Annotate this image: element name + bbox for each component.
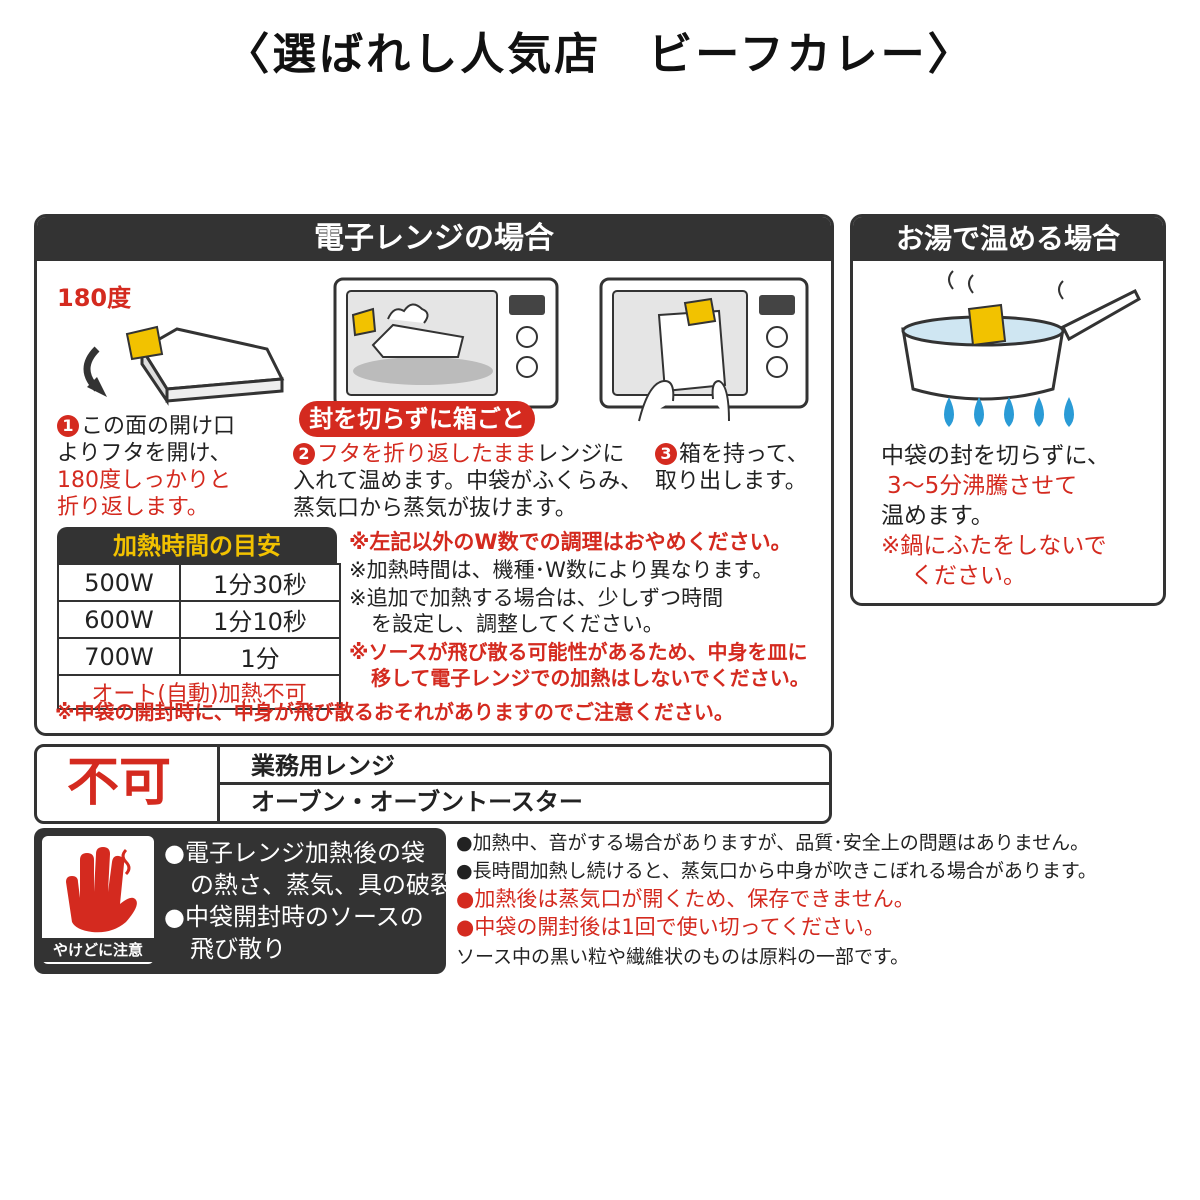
boil-panel: お湯で温める場合 中袋の封を切らずに、 3～5分沸騰させて 温めます。 ※鍋にふ… <box>850 214 1166 606</box>
note-heating-time: ※加熱時間は、機種･W数により異なります。 <box>349 558 774 582</box>
burn-warning-box: やけどに注意 ●電子レンジ加熱後の袋 の熱さ、蒸気、具の破裂 ●中袋開封時のソー… <box>34 828 454 974</box>
table-row: 600W 1分10秒 <box>57 600 341 639</box>
watt-cell: 500W <box>57 563 181 602</box>
bottom-note-4: ●中袋の開封後は1回で使い切ってください。 <box>456 915 886 939</box>
warning-line1: ●電子レンジ加熱後の袋 <box>164 839 425 867</box>
hand-burn-icon <box>66 847 137 933</box>
watt-cell: 700W <box>57 637 181 676</box>
heating-table-header: 加熱時間の目安 <box>57 527 337 565</box>
sealed-box-pill: 封を切らずに箱ごと <box>299 401 535 437</box>
page-title: 〈選ばれし人気店 ビーフカレー〉 <box>225 29 975 80</box>
not-allowed-box: 不可 業務用レンジ オーブン・オーブントースター <box>34 744 832 824</box>
flame-icons <box>944 397 1074 427</box>
note-sauce-2: 移して電子レンジでの加熱はしないでください。 <box>371 666 810 690</box>
burn-warning-icon-frame: やけどに注意 <box>42 836 154 964</box>
table-row: 700W 1分 <box>57 637 341 676</box>
box-open-illustration <box>83 325 285 406</box>
microwave-header: 電子レンジの場合 <box>37 217 831 261</box>
boil-line3: 温めます。 <box>881 503 994 529</box>
time-cell: 1分30秒 <box>179 563 341 602</box>
not-allowed-label: 不可 <box>67 753 172 813</box>
warning-line2: の熱さ、蒸気、具の破裂 <box>190 871 454 899</box>
step2-line3: 蒸気口から蒸気が抜けます。 <box>293 496 577 521</box>
auto-heat-not-allowed: オート(自動)加熱不可 <box>57 674 341 710</box>
step1-line3: 180度しっかりと <box>57 468 231 493</box>
table-row: 500W 1分30秒 <box>57 563 341 602</box>
bottom-note-5: ソース中の黒い粒や繊維状のものは原料の一部です。 <box>456 946 910 968</box>
angle-label: 180度 <box>57 284 132 312</box>
not-allowed-item-2: オーブン・オーブントースター <box>251 788 583 816</box>
burn-warning-icon-label: やけどに注意 <box>42 938 154 962</box>
boil-header: お湯で温める場合 <box>853 217 1163 261</box>
note-additional-1: ※追加で加熱する場合は、少しずつ時間 <box>349 586 724 610</box>
note-opening: ※中袋の開封時に、中身が飛び散るおそれがありますのでご注意ください。 <box>55 700 734 724</box>
heating-table: 500W 1分30秒 600W 1分10秒 700W 1分 オート(自動)加熱不… <box>57 563 341 710</box>
note-watt: ※左記以外のW数での調理はおやめください。 <box>349 530 792 554</box>
step1-number: 1 <box>57 415 79 437</box>
note-additional-2: を設定し、調整してください。 <box>371 612 664 636</box>
take-out-illustration <box>599 277 809 422</box>
watt-cell: 600W <box>57 600 181 639</box>
bottom-note-2: ●長時間加熱し続けると、蒸気口から中身が吹きこぼれる場合があります。 <box>456 860 1097 882</box>
boil-line5: ください。 <box>911 563 1026 589</box>
boil-line4: ※鍋にふたをしないで <box>881 533 1107 559</box>
pot-illustration <box>901 270 1141 401</box>
note-sauce-1: ※ソースが飛び散る可能性があるため、中身を皿に <box>349 640 808 664</box>
step3-number: 3 <box>655 443 677 465</box>
microwave-steam-illustration <box>333 277 559 409</box>
step2-line2: 入れて温めます。中袋がふくらみ、 <box>293 469 643 494</box>
step3-line2: 取り出します。 <box>655 469 807 494</box>
time-cell: 1分10秒 <box>179 600 341 639</box>
boil-line2: 3～5分沸騰させて <box>887 473 1078 499</box>
not-allowed-item-1: 業務用レンジ <box>251 752 395 780</box>
warning-line4: 飛び散り <box>190 935 286 963</box>
bottom-note-1: ●加熱中、音がする場合がありますが、品質･安全上の問題はありません。 <box>456 832 1090 854</box>
table-row: オート(自動)加熱不可 <box>57 674 341 710</box>
time-cell: 1分 <box>179 637 341 676</box>
step2-number: 2 <box>293 443 315 465</box>
step1-line2: よりフタを開け、 <box>57 441 232 466</box>
boil-line1: 中袋の封を切らずに、 <box>881 443 1110 469</box>
divider-horizontal <box>217 782 829 785</box>
step1-line4: 折り返します。 <box>57 495 209 520</box>
warning-line3: ●中袋開封時のソースの <box>164 903 424 931</box>
bottom-note-3: ●加熱後は蒸気口が開くため、保存できません。 <box>456 887 915 911</box>
